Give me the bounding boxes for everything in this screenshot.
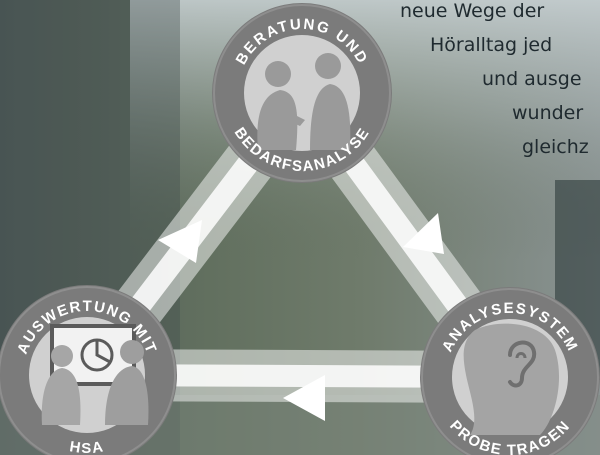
evaluation-title-bottom: HSA: [68, 438, 104, 455]
intro-text-line-2: Höralltag jed: [430, 34, 553, 56]
svg-text:HSA: HSA: [68, 438, 105, 455]
intro-text-line-4: wunder: [512, 102, 584, 124]
intro-text-line-5: gleichz: [522, 136, 589, 158]
step-badge-analysis-system: ANALYSESYSTEM PROBE TRAGEN: [420, 287, 600, 455]
step-badge-consultation: BERATUNG UND BEDARFSANALYSE: [212, 3, 392, 183]
intro-text-line-1: neue Wege der: [400, 0, 545, 22]
presentation-chart-icon: [41, 324, 149, 425]
ear-listening-icon: [463, 323, 560, 435]
arrow-left-icon: [283, 375, 325, 421]
two-people-conversation-icon: [257, 53, 351, 150]
step-badge-evaluation: AUSWERTUNG MIT HSA: [0, 285, 177, 455]
arrow-up-right-icon: [158, 220, 202, 263]
intro-text-line-3: und ausge: [482, 68, 582, 90]
arrow-right-down-icon: [403, 213, 444, 254]
